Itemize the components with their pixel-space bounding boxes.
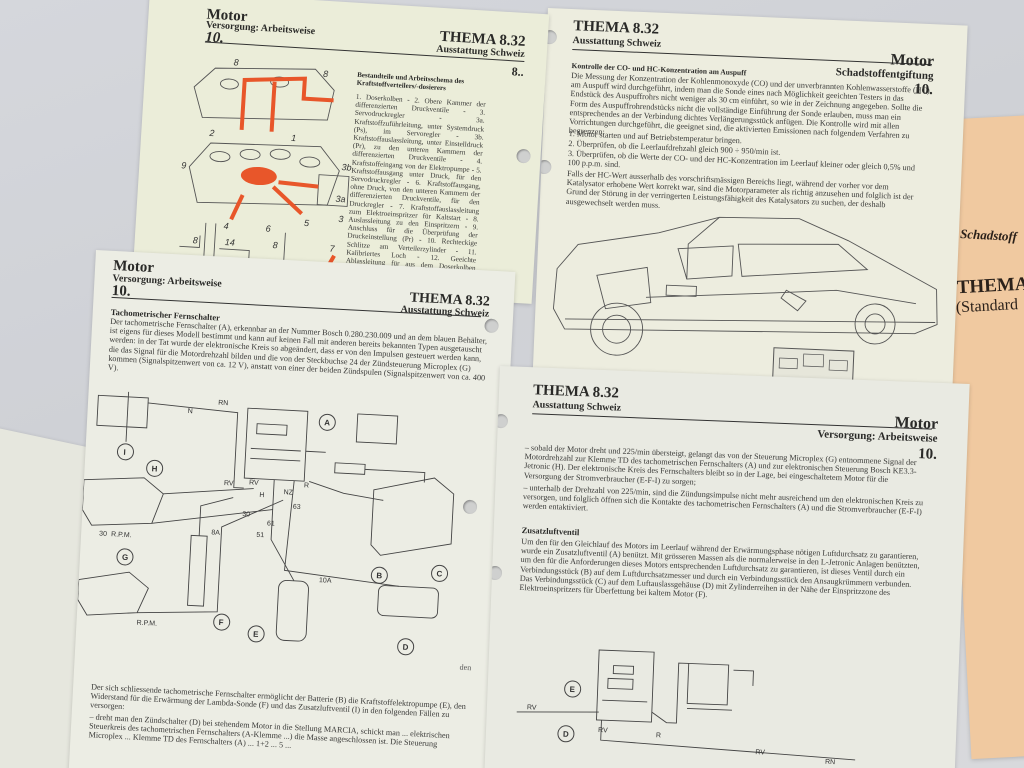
relay-wiring-diagram: RV RV R RV RN E D [516,649,856,766]
svg-text:4: 4 [223,221,229,231]
svg-text:A: A [324,418,330,427]
punch-hole [516,148,531,164]
svg-text:R.P.M.: R.P.M. [136,620,157,628]
svg-text:R.P.M.: R.P.M. [111,531,132,539]
svg-text:8: 8 [193,235,199,245]
model-subtitle: Ausstattung Schweiz [572,35,662,50]
svg-text:H: H [259,492,264,499]
header-rule [532,413,932,430]
svg-text:RN: RN [825,759,835,766]
svg-text:E: E [253,630,259,639]
svg-text:8A: 8A [211,529,220,536]
svg-text:F: F [218,618,223,627]
svg-text:3a: 3a [335,194,346,205]
svg-text:den: den [459,663,471,673]
section-number: 10. [204,29,225,47]
svg-text:61: 61 [267,520,275,527]
section-title: Motor [894,414,939,433]
svg-text:NZ: NZ [283,489,293,497]
svg-text:E: E [569,685,575,694]
svg-text:5: 5 [304,218,311,228]
page-mark: 8.. [511,64,525,79]
svg-text:7: 7 [329,243,336,253]
svg-text:30: 30 [242,511,250,518]
svg-text:B: B [376,571,382,580]
svg-text:9: 9 [181,160,187,170]
svg-text:RV: RV [598,727,608,734]
svg-text:3: 3 [338,214,344,224]
auxiliary-air-valve-body: Um den für den Gleichlauf des Motors im … [519,536,920,600]
sheet-tachometric-switch: Motor Versorgung: Arbeitsweise 10. THEMA… [66,250,516,768]
sheet-co-hc-control: THEMA 8.32 Ausstattung Schweiz Motor Sch… [532,8,968,406]
model-subtitle: Ausstattung Schweiz [532,399,622,414]
svg-text:14: 14 [224,237,235,248]
punch-hole [484,318,499,334]
svg-text:G: G [122,553,129,562]
svg-text:R: R [304,482,309,489]
sheet-auxiliary-air-valve: THEMA 8.32 Ausstattung Schweiz Motor Ver… [483,366,970,768]
orange-sheet-line1: Schadstoff [959,226,1018,244]
svg-text:RV: RV [224,480,234,488]
svg-text:8: 8 [323,69,329,79]
svg-text:2: 2 [208,128,215,138]
svg-text:RN: RN [218,400,228,408]
svg-text:10A: 10A [319,577,332,585]
svg-text:R: R [656,732,661,739]
intro-paragraph: Der tachometrische Fernschalter (A), erk… [107,316,488,383]
svg-text:RV: RV [755,749,765,756]
fuel-distributor-diagram: 8 8 2 1 9 3b 3a 3 4 5 6 8 14 8 7 [179,57,352,278]
svg-text:3b: 3b [341,162,352,173]
svg-text:H: H [151,464,157,473]
svg-text:D: D [402,643,408,652]
heading-auxiliary-air-valve: Zusatzluftventil [521,524,580,538]
svg-text:30: 30 [99,531,107,538]
svg-text:8: 8 [272,240,278,250]
svg-text:6: 6 [265,224,271,234]
svg-text:8: 8 [233,57,239,67]
svg-text:RV: RV [249,479,259,487]
orange-sheet-line3: (Standard [955,296,1019,317]
section-title: Motor [890,51,935,71]
svg-text:51: 51 [256,532,264,539]
svg-text:63: 63 [293,504,301,511]
svg-text:D: D [563,730,569,739]
svg-text:1: 1 [291,133,297,143]
svg-text:I: I [123,448,126,457]
svg-text:C: C [436,569,442,578]
svg-text:N: N [187,408,192,415]
svg-text:RV: RV [527,704,537,711]
car-cutaway-illustration [552,216,938,392]
caption-title: Bestandteile und Arbeitsschema des Kraft… [356,70,465,93]
